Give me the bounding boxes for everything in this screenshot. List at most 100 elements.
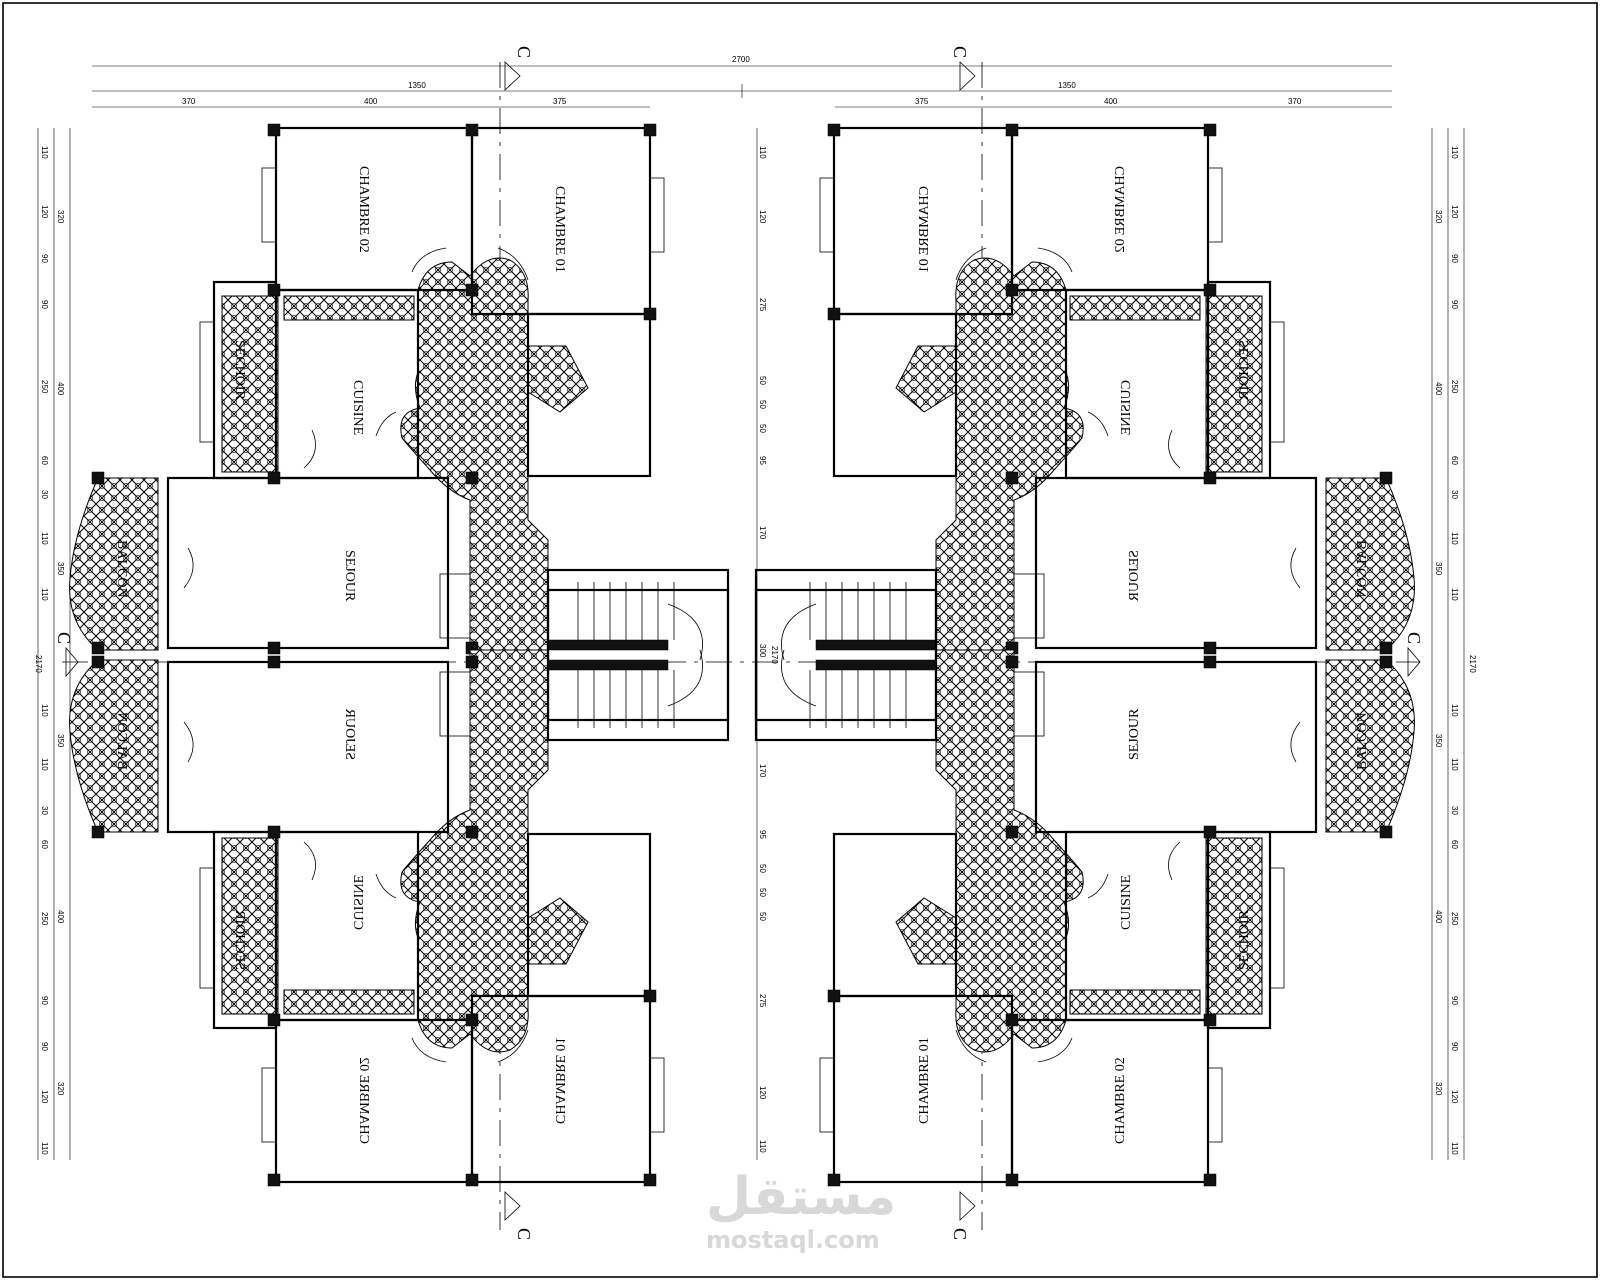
label-balcon: BALCON [114, 540, 129, 598]
section-mark-mid-right: C [1404, 632, 1424, 644]
balcony-hatch [69, 477, 159, 651]
dim-right-i: 110 [1450, 588, 1459, 601]
dim-right-2: 400 [1104, 97, 1118, 106]
section-mark-top-right: C [950, 46, 970, 58]
dim-left-o: 90 [40, 996, 49, 1005]
bath-hatch [527, 345, 589, 413]
stair-treads [547, 582, 703, 661]
dim-center-l: 50 [758, 888, 767, 897]
dim-right-g1: 320 [1434, 210, 1443, 224]
label-sechoir: SECHOIR [232, 340, 247, 401]
dim-left-2: 400 [364, 97, 378, 106]
dim-center-g: 95 [758, 456, 767, 465]
watermark-latin: mostaql.com [706, 1226, 880, 1254]
dim-left-m: 60 [40, 840, 49, 849]
columns [91, 123, 657, 655]
section-mark-bottom-left: C [514, 1228, 534, 1240]
label-chambre-01: CHAMBRE 01 [552, 186, 567, 273]
dim-left-c: 90 [40, 254, 49, 263]
dim-total-right: 2170 [1468, 655, 1477, 673]
dim-right-c: 90 [1450, 254, 1459, 263]
dim-right-p: 90 [1450, 1042, 1459, 1051]
section-mark-mid-left: C [54, 632, 74, 644]
dim-right-r: 110 [1450, 1142, 1459, 1155]
watermark-arabic: مستقل [706, 1167, 896, 1227]
dim-left-g5: 400 [56, 910, 65, 924]
dim-overall: 2700 [732, 55, 750, 64]
apartment-unit: CHAMBRE 02 CHAMBRE 01 CUISINE SECHOIR SE… [69, 123, 730, 722]
dim-left-j: 110 [40, 704, 49, 717]
dim-total-left: 2170 [34, 655, 43, 673]
dim-right-h: 110 [1450, 532, 1459, 545]
dim-half-right: 1350 [1058, 81, 1076, 90]
apartment-unit-top-right [754, 122, 1416, 722]
section-marks: C C C C C C [54, 46, 1424, 1240]
doors [183, 247, 529, 589]
apartment-unit-bottom-left [68, 588, 730, 1188]
kitchen-counter-hatch [283, 295, 415, 321]
dim-right-j: 110 [1450, 704, 1459, 717]
dim-center-m: 50 [758, 912, 767, 921]
dim-left-g: 30 [40, 490, 49, 499]
dim-left-b: 120 [40, 205, 49, 219]
dim-right-d: 90 [1450, 300, 1459, 309]
dim-left-f: 60 [40, 456, 49, 465]
apartment-unit-bottom-right [754, 588, 1416, 1188]
dim-right-q: 120 [1450, 1090, 1459, 1104]
dim-left-g6: 320 [56, 1082, 65, 1096]
dim-center-j: 95 [758, 830, 767, 839]
dim-left-r: 110 [40, 1142, 49, 1155]
dim-right-g4: 350 [1434, 734, 1443, 748]
dim-left-3: 375 [553, 97, 567, 106]
dim-left-g3: 350 [56, 562, 65, 576]
dim-half-left: 1350 [408, 81, 426, 90]
label-sejour: SEJOUR [342, 550, 357, 602]
dim-center-i: 170 [758, 764, 767, 778]
dim-right-g3: 350 [1434, 562, 1443, 576]
dim-right-b: 120 [1450, 205, 1459, 219]
section-mark-top-left: C [514, 46, 534, 58]
dim-right-m: 60 [1450, 840, 1459, 849]
dim-center-e: 50 [758, 400, 767, 409]
right-dimensions: 2170 110 120 90 90 250 60 30 110 110 320… [1431, 128, 1477, 1160]
dim-right-k: 110 [1450, 758, 1459, 771]
windows [199, 167, 665, 639]
dim-left-n: 250 [40, 912, 49, 926]
dim-right-1: 375 [915, 97, 929, 106]
dim-right-g6: 320 [1434, 1082, 1443, 1096]
dim-center-b: 120 [758, 210, 767, 224]
sejour-walls [166, 476, 450, 650]
label-chambre-02: CHAMBRE 02 [356, 166, 371, 253]
dim-left-q: 120 [40, 1090, 49, 1104]
dim-right-g5: 400 [1434, 910, 1443, 924]
dim-left-h: 110 [40, 532, 49, 545]
dim-right-e: 250 [1450, 380, 1459, 394]
dim-right-g: 30 [1450, 490, 1459, 499]
dim-left-1: 370 [182, 97, 196, 106]
dim-left-l: 30 [40, 806, 49, 815]
dim-right-a: 110 [1450, 146, 1459, 159]
dim-right-o: 90 [1450, 996, 1459, 1005]
dim-center-d: 50 [758, 376, 767, 385]
dim-right-f: 60 [1450, 456, 1459, 465]
hall-hatch [400, 257, 549, 661]
watermark: مستقل mostaql.com [706, 1167, 896, 1254]
dim-center-f: 50 [758, 424, 767, 433]
section-mark-bottom-right: C [950, 1228, 970, 1240]
dim-right-l: 30 [1450, 806, 1459, 815]
dim-center-h: 170 [758, 526, 767, 540]
center-dimensions: 110 120 275 50 50 50 95 170 300 2170 170… [756, 128, 779, 1160]
dim-left-g1: 320 [56, 210, 65, 224]
dim-center-p: 110 [758, 1140, 767, 1153]
dim-right-n: 250 [1450, 912, 1459, 926]
dim-center-o: 120 [758, 1086, 767, 1100]
dim-right-g2: 400 [1434, 382, 1443, 396]
dim-left-a: 110 [40, 146, 49, 159]
dim-left-g4: 350 [56, 734, 65, 748]
dim-left-e: 250 [40, 380, 49, 394]
label-cuisine: CUISINE [350, 380, 365, 435]
dim-left-i: 110 [40, 588, 49, 601]
dim-center-total: 2170 [770, 646, 779, 664]
